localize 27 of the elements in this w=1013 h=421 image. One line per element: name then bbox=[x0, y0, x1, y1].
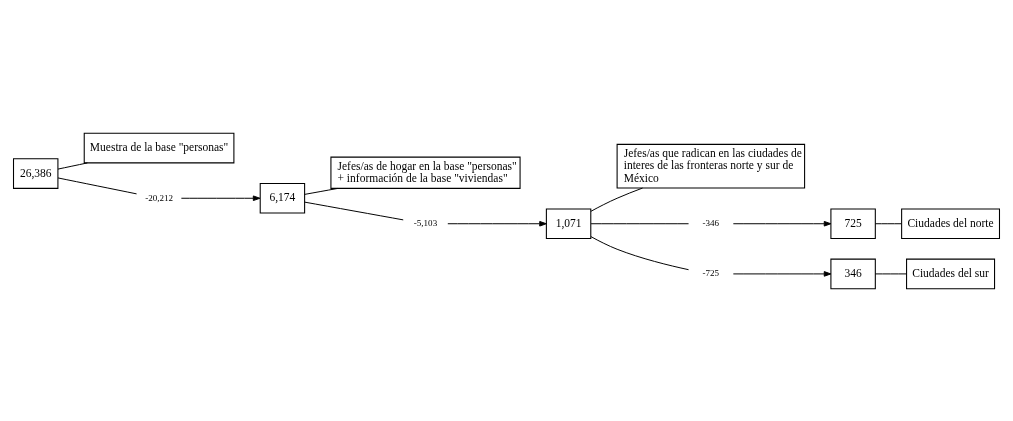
node-box: Jefes/as de hogar en la base "personas" + información de la base "viviendas" bbox=[330, 156, 521, 189]
arrow bbox=[180, 194, 261, 201]
connector bbox=[57, 161, 88, 170]
node-box: Ciudades del norte bbox=[901, 207, 1001, 239]
connector bbox=[57, 176, 138, 194]
node-box: 725 bbox=[830, 207, 876, 239]
node-box: Jefes/as que radican en las ciudades de interes de las fronteras norte y sur de México bbox=[616, 143, 806, 188]
connector bbox=[590, 222, 690, 224]
node-text: -5,103 bbox=[413, 217, 438, 228]
node-box: Muestra de la base "personas" bbox=[83, 132, 235, 163]
arrow bbox=[732, 270, 832, 277]
node-box: 26,386 bbox=[12, 157, 59, 189]
node-text: -346 bbox=[702, 217, 720, 228]
node-box: 346 bbox=[830, 258, 876, 289]
connector bbox=[304, 201, 404, 220]
connector bbox=[874, 272, 907, 274]
node-text: -20,212 bbox=[145, 192, 173, 203]
node-box: Ciudades del sur bbox=[906, 258, 996, 289]
node-box: 6,174 bbox=[259, 182, 306, 214]
connector bbox=[590, 187, 644, 212]
connector bbox=[590, 235, 690, 270]
arrow bbox=[732, 220, 832, 227]
arrow bbox=[447, 220, 547, 227]
node-box: 1,071 bbox=[545, 207, 592, 239]
node-text: -725 bbox=[702, 267, 720, 278]
connector bbox=[874, 222, 902, 224]
connector bbox=[304, 187, 339, 195]
